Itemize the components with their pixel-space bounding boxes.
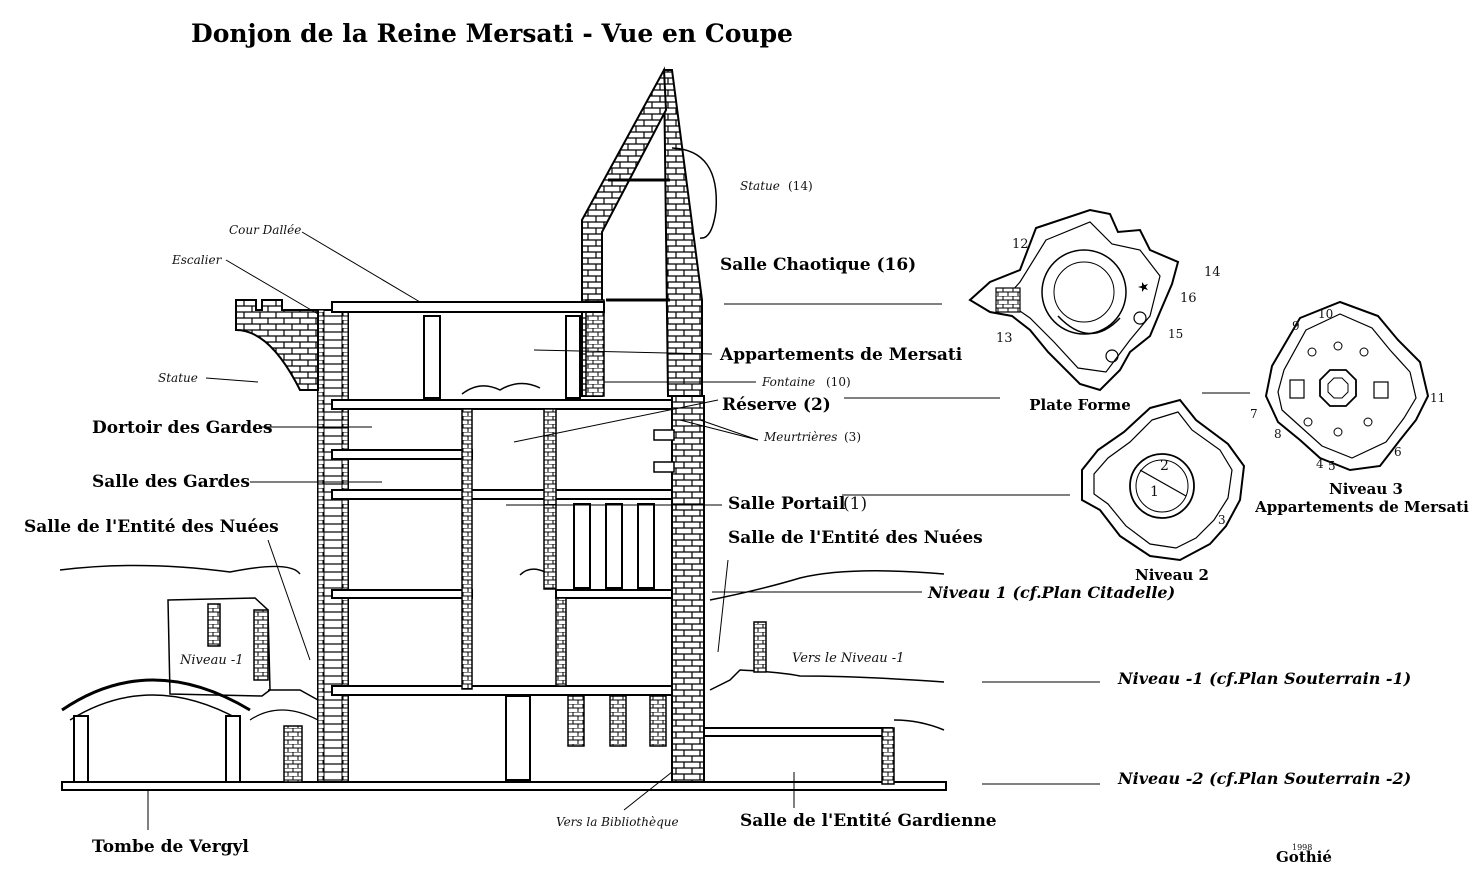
signature-name: Gothié xyxy=(1276,848,1332,866)
niveau3-num-7: 7 xyxy=(1250,407,1258,421)
plate-forme-num-14: 14 xyxy=(1204,265,1221,280)
label-niveau-m1: Niveau -1 (cf.Plan Souterrain -1) xyxy=(1117,669,1411,688)
label-salle-portail: Salle Portail xyxy=(728,494,846,514)
label-statue-14: Statue xyxy=(740,179,780,193)
plate-forme-title: Plate Forme xyxy=(1029,396,1131,414)
niveau3-num-9: 9 xyxy=(1292,319,1300,333)
label-niveau-m2: Niveau -2 (cf.Plan Souterrain -2) xyxy=(1117,769,1411,788)
label-niveau-1: Niveau 1 (cf.Plan Citadelle) xyxy=(927,583,1175,602)
niveau3-num-10: 10 xyxy=(1318,307,1333,321)
artist-signature: Gothié 1998 xyxy=(1276,843,1332,866)
page-title: Donjon de la Reine Mersati - Vue en Coup… xyxy=(191,19,793,48)
label-salle-chaotique: Salle Chaotique (16) xyxy=(720,255,916,275)
label-cour-dallee: Cour Dallée xyxy=(229,223,301,237)
plan-plate-forme: 12 13 14 15 16 Plate Forme xyxy=(968,208,1221,414)
niveau2-num-2: 2 xyxy=(1160,458,1169,474)
section-labels: Statue (14) Cour Dallée Escalier Salle C… xyxy=(24,179,1411,857)
niveau2-num-1: 1 xyxy=(1150,484,1159,500)
niveau3-title: Niveau 3 xyxy=(1329,480,1403,498)
plan-niveau-2: 2 1 3 Niveau 2 xyxy=(1081,398,1246,584)
label-appartements: Appartements de Mersati xyxy=(719,345,963,365)
label-fontaine-num: (10) xyxy=(826,375,851,389)
label-entite-nuees-left: Salle de l'Entité des Nuées xyxy=(24,517,279,537)
niveau3-num-4: 4 xyxy=(1316,457,1324,471)
label-meurtrieres-num: (3) xyxy=(844,430,861,444)
label-salle-gardes: Salle des Gardes xyxy=(92,472,250,492)
label-reserve: Réserve (2) xyxy=(722,395,831,415)
label-dortoir: Dortoir des Gardes xyxy=(92,418,273,438)
main-keep xyxy=(235,299,705,789)
plate-forme-num-15: 15 xyxy=(1168,327,1183,341)
niveau3-num-6: 6 xyxy=(1394,445,1402,459)
label-fontaine: Fontaine xyxy=(761,375,815,389)
plate-forme-num-13: 13 xyxy=(996,331,1013,346)
label-statue-14-num: (14) xyxy=(788,179,813,193)
label-vers-niveau-m1: Vers le Niveau -1 xyxy=(792,651,904,666)
label-escalier: Escalier xyxy=(171,253,223,267)
niveau3-num-5: 5 xyxy=(1328,459,1336,473)
left-rock-structure xyxy=(59,564,947,791)
right-rock-structure xyxy=(703,570,945,785)
niveau3-num-11: 11 xyxy=(1430,391,1445,405)
plan-niveau-3: 9 10 11 7 8 4 5 6 Niveau 3 Appartements … xyxy=(1250,300,1469,516)
plate-forme-num-16: 16 xyxy=(1180,291,1197,306)
niveau3-subtitle: Appartements de Mersati xyxy=(1254,498,1469,516)
label-meurtrieres: Meurtrières xyxy=(763,430,837,444)
label-entite-gardienne: Salle de l'Entité Gardienne xyxy=(740,811,997,831)
label-statue: Statue xyxy=(158,371,198,385)
signature-year: 1998 xyxy=(1292,843,1312,852)
label-salle-portail-num: (1) xyxy=(843,494,867,514)
niveau2-num-3: 3 xyxy=(1218,513,1226,527)
niveau2-title: Niveau 2 xyxy=(1135,566,1209,584)
tower-spire xyxy=(581,66,718,397)
leader-lines xyxy=(147,231,1250,830)
label-niveau-m1-small: Niveau -1 xyxy=(179,653,244,668)
plate-forme-num-12: 12 xyxy=(1012,237,1029,252)
label-vers-bibliotheque: Vers la Bibliothèque xyxy=(556,815,679,829)
label-entite-nuees-right: Salle de l'Entité des Nuées xyxy=(728,528,983,548)
niveau3-num-8: 8 xyxy=(1274,427,1282,441)
label-tombe: Tombe de Vergyl xyxy=(92,837,249,857)
